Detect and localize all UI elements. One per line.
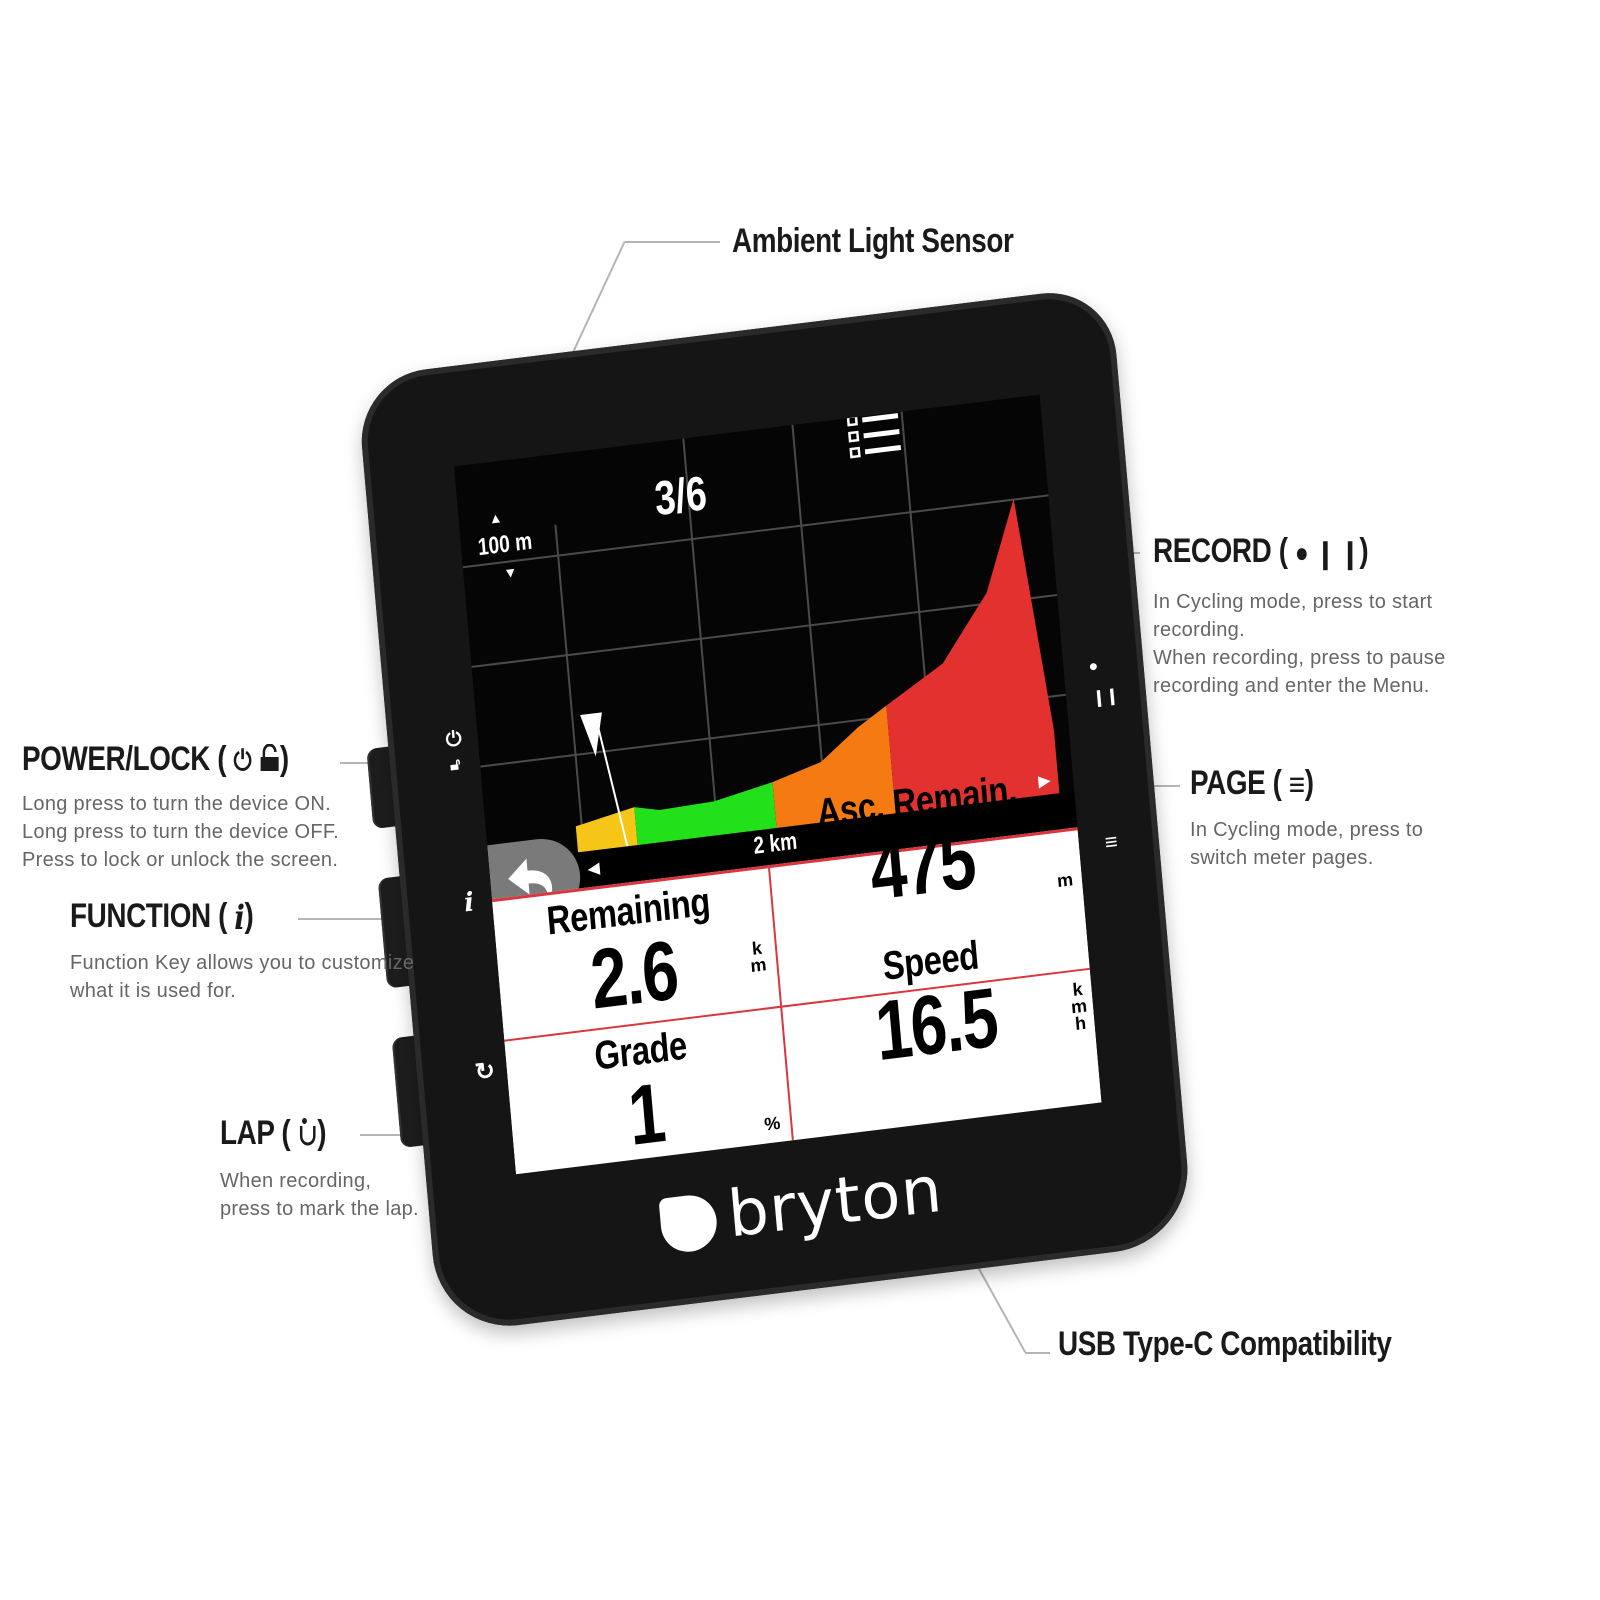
info-icon: i: [234, 898, 245, 939]
lock-icon: 🔓︎: [449, 756, 462, 775]
list-menu-icon[interactable]: [846, 407, 904, 468]
pause-bars-icon: ❙ ❙: [1315, 537, 1360, 569]
lap-icon: [298, 1116, 318, 1155]
field-unit: %: [763, 1112, 782, 1135]
power-lock-title-end: ): [279, 740, 289, 778]
profile-segment-red: [886, 498, 1060, 816]
power-icon: ⏻: [444, 727, 463, 752]
page-menu-icon: ≡: [1103, 828, 1119, 855]
elevation-profile-chart: [575, 498, 1060, 855]
profile-segment-orange: [772, 705, 896, 830]
page-leader: [1140, 785, 1180, 787]
usb-title: USB Type-C Compatibility: [1058, 1325, 1392, 1363]
page-title-end: ): [1304, 764, 1314, 802]
scroll-left-arrow-icon[interactable]: ◀: [586, 859, 601, 879]
power-lock-title-text: POWER/LOCK (: [22, 740, 227, 778]
field-unit: k m h: [1070, 978, 1088, 1034]
profile-segment-yellow: [575, 807, 638, 855]
field-remaining[interactable]: Remaining 2.6: [492, 873, 771, 1031]
lap-description: When recording, press to mark the lap.: [220, 1170, 419, 1220]
profile-segment-green: [634, 782, 777, 847]
page-title: PAGE ( ≡): [1190, 764, 1314, 805]
ambient-light-title: Ambient Light Sensor: [732, 222, 1014, 260]
record-title: RECORD ( ● ❙ ❙): [1153, 532, 1369, 571]
record-title-text: RECORD (: [1153, 532, 1288, 570]
device-screen[interactable]: ▲ 100 m ▼ 3/6 ◀ 2 km ▶: [454, 394, 1102, 1175]
record-description: In Cycling mode, press to start recordin…: [1153, 591, 1446, 697]
field-speed[interactable]: Speed 16.5: [780, 921, 1089, 1082]
record-dot-icon: ●: [1294, 537, 1309, 569]
lap-title-end: ): [317, 1114, 327, 1152]
lap-icon: ↻: [473, 1057, 497, 1087]
function-title-text: FUNCTION (: [70, 897, 227, 935]
field-unit: m: [1056, 869, 1074, 892]
bryton-mark-icon: [658, 1192, 720, 1256]
menu-lines-icon: ≡: [1288, 765, 1305, 804]
page-description: In Cycling mode, press to switch meter p…: [1190, 819, 1424, 869]
record-dot-icon: ●: [1087, 657, 1099, 676]
back-button[interactable]: [487, 834, 584, 926]
current-position-marker-icon: [580, 712, 602, 757]
lap-title-text: LAP (: [220, 1114, 291, 1152]
power-lock-description: Long press to turn the device ON. Long p…: [22, 793, 340, 871]
page-title-text: PAGE (: [1190, 764, 1282, 802]
function-title-end: ): [244, 897, 254, 935]
power-lock-title: POWER/LOCK ( ⏻ ): [22, 740, 289, 781]
function-title: FUNCTION ( i): [70, 897, 254, 939]
record-title-end: ): [1359, 532, 1369, 570]
ambient-light-leader: [625, 241, 720, 243]
power-icon: ⏻: [233, 744, 252, 776]
function-description: Function Key allows you to customize wha…: [70, 952, 415, 1002]
undo-arrow-icon: [508, 858, 553, 903]
field-unit: k m: [749, 937, 768, 977]
lap-title: LAP ( ): [220, 1114, 327, 1155]
usb-leader: [1025, 1352, 1050, 1354]
pause-bars-icon: ❙❙: [1091, 687, 1120, 708]
lock-icon: [259, 742, 280, 781]
bike-computer-device: ⏻ 🔓︎ i ↻ ● ❙❙ ≡ ▲ 100 m ▼ 3/6: [355, 285, 1195, 1335]
